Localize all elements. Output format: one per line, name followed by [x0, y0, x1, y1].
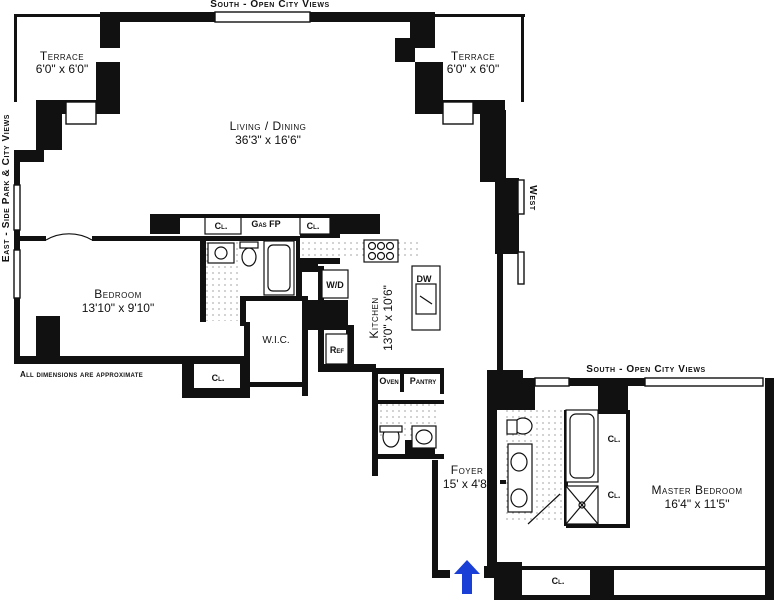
- ref-label: Ref: [330, 345, 345, 355]
- foyer-dims: 15' x 4'8": [443, 477, 491, 491]
- view-south-top: South - Open City Views: [210, 0, 330, 10]
- wic-label: W.I.C.: [262, 335, 289, 346]
- master-bedroom-name: Master Bedroom: [651, 483, 742, 497]
- master-suite-walls: [487, 378, 774, 600]
- closet-top-left-label: Cl.: [215, 221, 228, 231]
- closet-bedroom-label: Cl.: [212, 373, 225, 383]
- oven-label: Oven: [379, 376, 398, 386]
- bedroom-dims: 13'10" x 9'10": [82, 301, 155, 315]
- view-west-side: West: [527, 185, 538, 211]
- closet-master-1-label: Cl.: [608, 434, 621, 444]
- terrace-left-dims: 6'0" x 6'0": [36, 62, 88, 76]
- closet-master-2-label: Cl.: [608, 490, 621, 500]
- view-south-master: South - Open City Views: [586, 364, 706, 375]
- kitchen-dims: 13'0" x 10'6": [381, 285, 395, 351]
- gas-fp-label: Gas FP: [251, 219, 280, 229]
- closet-top-right-label: Cl.: [307, 221, 320, 231]
- dw-label: DW: [417, 274, 432, 284]
- fixtures: [45, 233, 599, 525]
- windows: [13, 11, 764, 387]
- foyer-name: Foyer: [451, 463, 484, 477]
- approximate-note: All dimensions are approximate: [20, 370, 143, 379]
- bedroom-name: Bedroom: [94, 287, 142, 301]
- wd-label: W/D: [326, 280, 344, 290]
- closet-bottom-label: Cl.: [552, 576, 565, 586]
- terrace-right-name: Terrace: [451, 49, 495, 63]
- living-dining-dims: 36'3" x 16'6": [235, 133, 301, 147]
- terrace-right-dims: 6'0" x 6'0": [447, 62, 499, 76]
- kitchen-name: Kitchen: [367, 297, 381, 338]
- entry-arrow-icon: [454, 560, 480, 594]
- view-east-side: East - Side Park & City Views: [1, 114, 12, 262]
- master-bedroom-dims: 16'4" x 11'5": [665, 497, 730, 511]
- pantry-label: Pantry: [410, 376, 436, 386]
- terrace-left-name: Terrace: [40, 49, 84, 63]
- living-dining-name: Living / Dining: [230, 119, 307, 133]
